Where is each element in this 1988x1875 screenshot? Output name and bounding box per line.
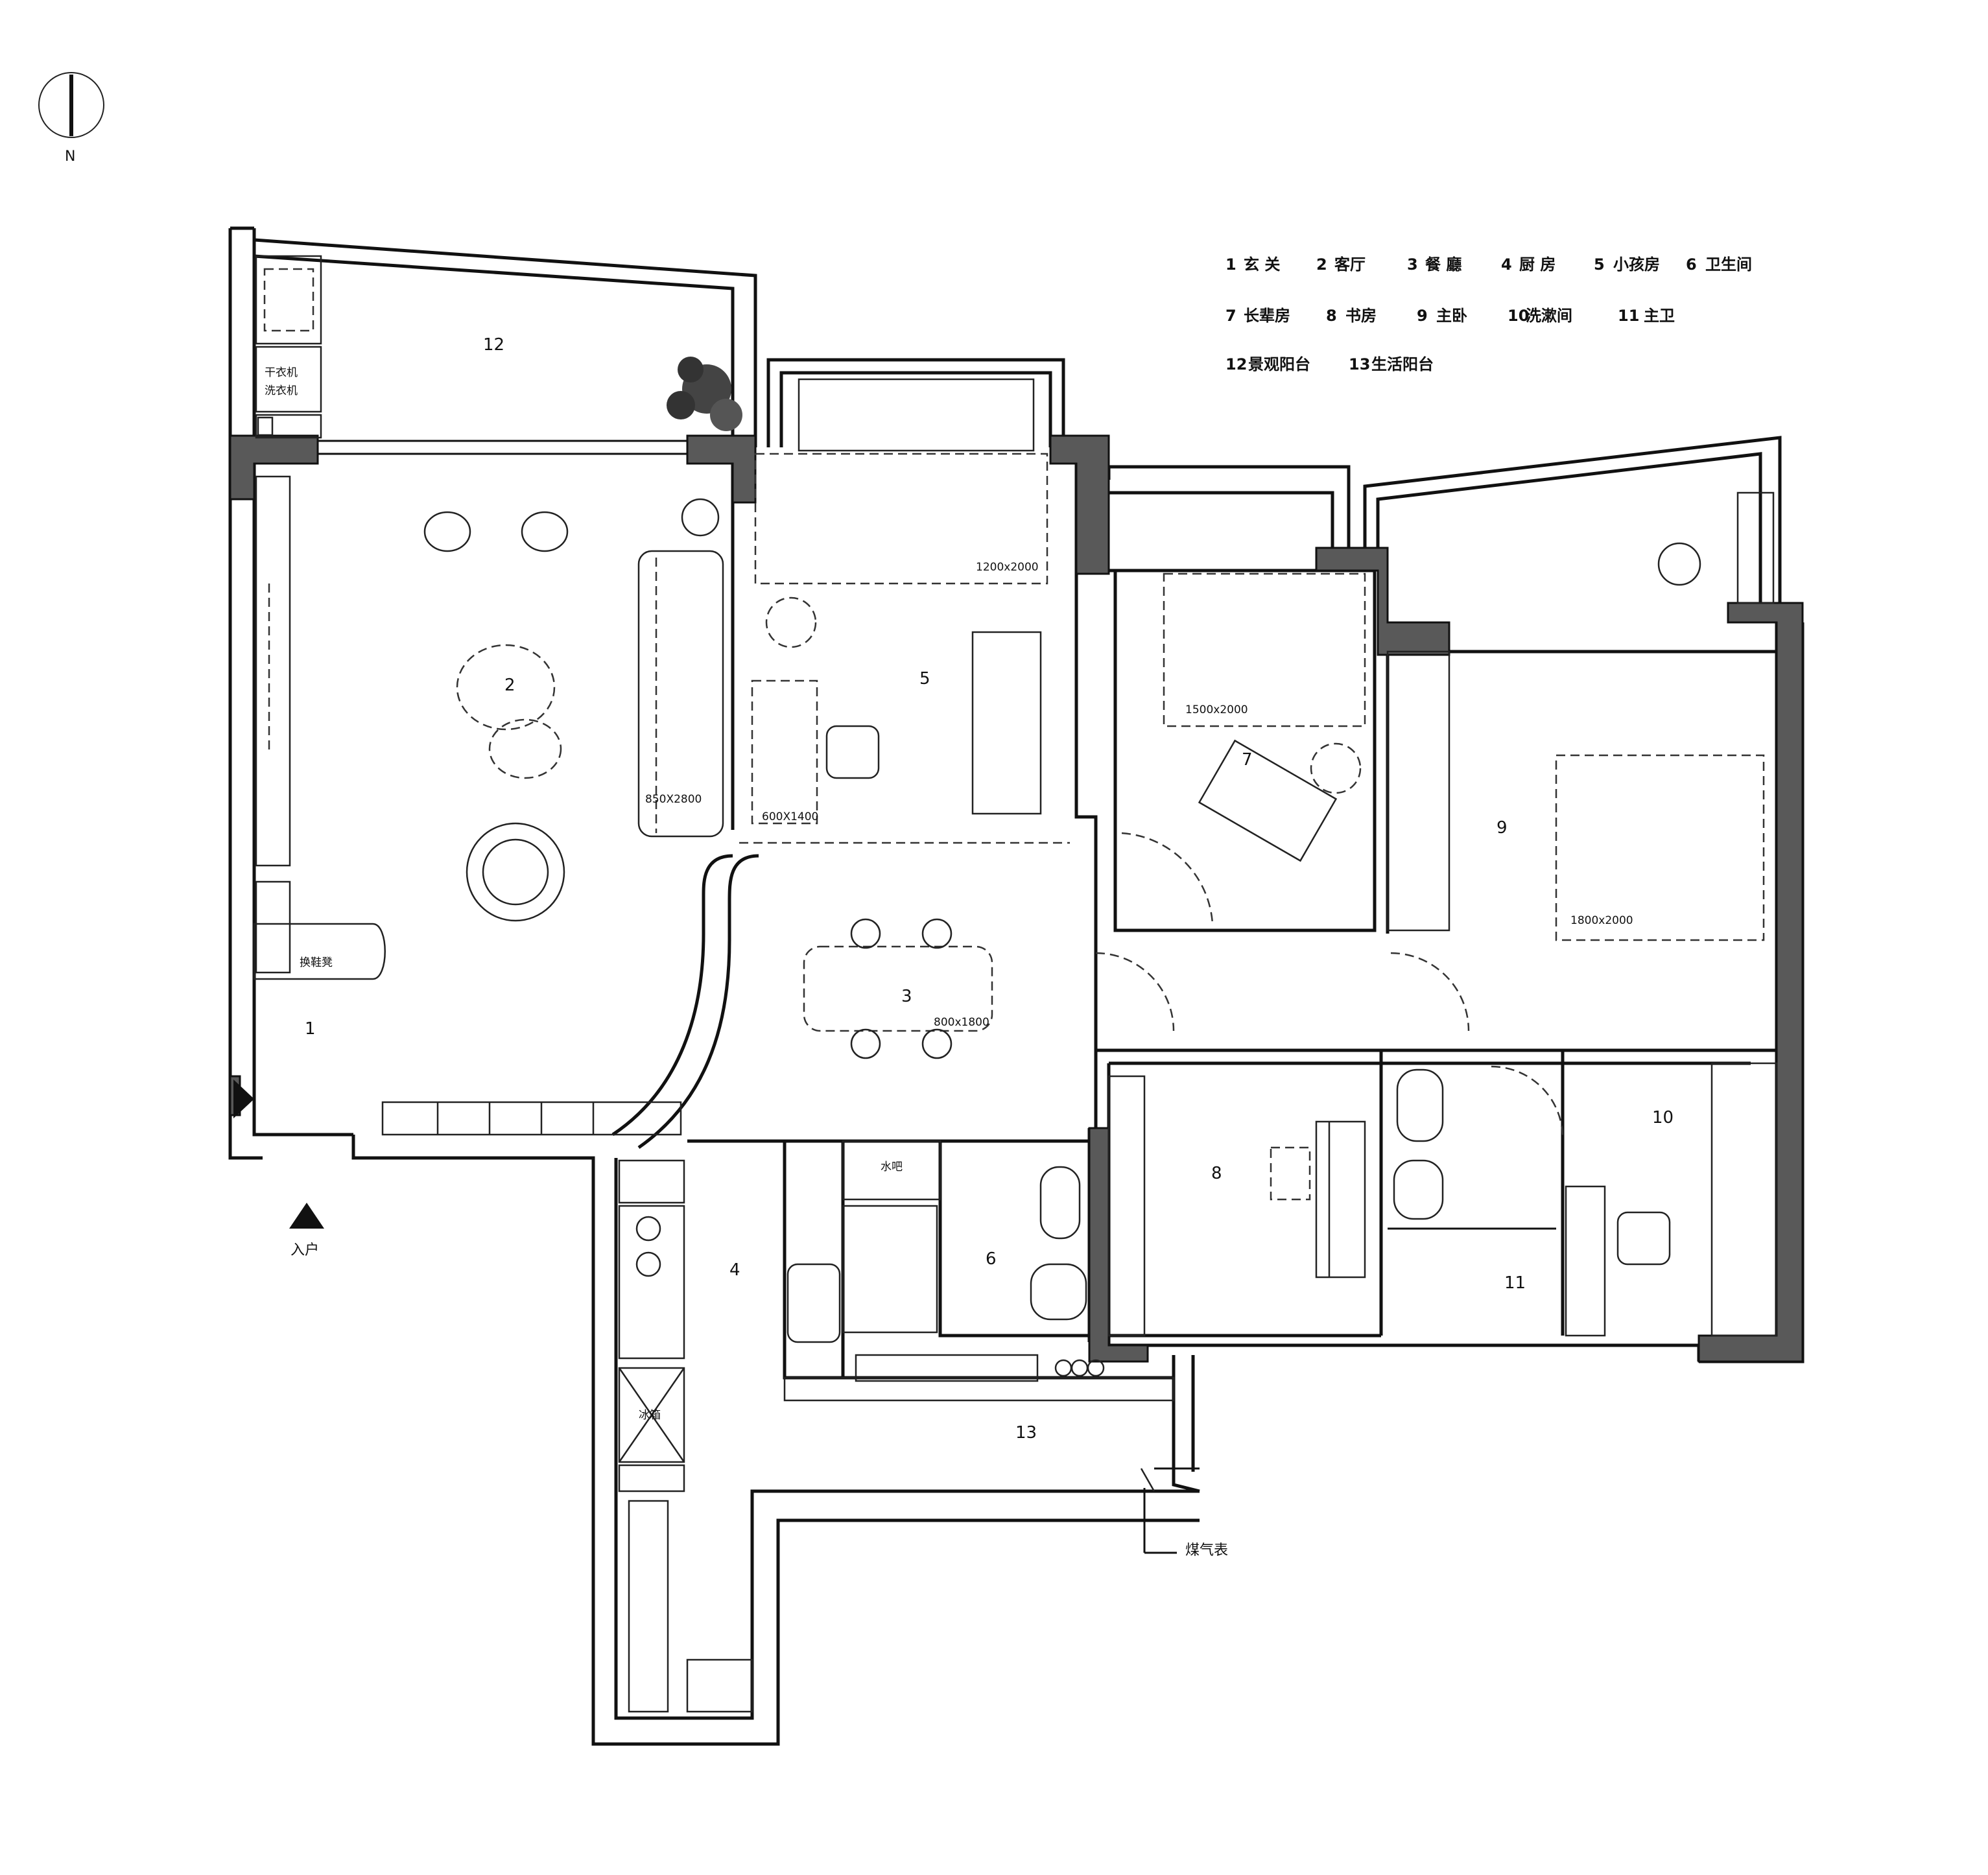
legend-name-7: 长辈房 (1244, 307, 1290, 325)
legend-num-2: 2 (1316, 255, 1327, 274)
legend-num-5: 5 (1594, 255, 1605, 274)
kitchen-fixtures (618, 1140, 1105, 1713)
dining-furniture (803, 918, 993, 1059)
legend-num-11: 11 (1618, 307, 1639, 325)
legend-name-6: 卫生间 (1705, 255, 1752, 274)
legend-num-8: 8 (1326, 307, 1337, 325)
legend-num-13: 13 (1349, 355, 1370, 373)
north-compass: N (38, 72, 104, 165)
legend-num-10: 10 (1508, 307, 1529, 325)
room-number-5: 5 (919, 669, 930, 689)
room9-furniture (1095, 491, 1775, 1032)
legend-name-9: 主卧 (1436, 307, 1467, 325)
legend-num-4: 4 (1501, 255, 1512, 274)
legend-num-6: 6 (1686, 255, 1697, 274)
legend-name-13: 生活阳台 (1371, 355, 1434, 373)
legend-name-11: 主卫 (1644, 307, 1675, 325)
compass-letter: N (65, 148, 75, 165)
fixture-labels: 干衣机 洗衣机 换鞋凳 入户 水吧 冰箱 煤气表 (265, 366, 1228, 1559)
room-number-4: 4 (729, 1260, 740, 1280)
legend-name-1: 玄 关 (1244, 255, 1280, 274)
table3-dimension: 800x1800 (934, 1016, 989, 1029)
room-number-12: 12 (483, 335, 504, 355)
entrance-label: 入户 (290, 1242, 319, 1258)
balcony13-shelves (783, 1376, 1177, 1554)
legend: 1 玄 关 2 客厅 3 餐 廳 4 厨 房 5 小孩房 6 卫生间 7 长辈房… (1225, 255, 1752, 373)
room7-furniture (1121, 572, 1366, 925)
outer-walls (228, 226, 1805, 1746)
dimension-labels: 850X2800 1200x2000 600X1400 1500x2000 80… (645, 561, 1633, 1029)
legend-name-8: 书房 (1345, 307, 1377, 325)
room-number-8: 8 (1211, 1164, 1222, 1183)
room-number-1: 1 (305, 1019, 316, 1039)
legend-name-2: 客厅 (1334, 255, 1366, 274)
dryer-label: 干衣机 (265, 366, 298, 379)
gas-meter-label: 煤气表 (1185, 1542, 1228, 1559)
room5-furniture (739, 453, 1070, 844)
legend-name-10: 洗漱间 (1526, 307, 1572, 325)
room-number-6: 6 (986, 1249, 997, 1269)
living-furniture (423, 498, 724, 922)
plant-icon (667, 357, 742, 431)
foyer-fixtures (233, 475, 682, 1229)
legend-name-12: 景观阳台 (1248, 355, 1310, 373)
bed9-dimension: 1800x2000 (1570, 914, 1633, 927)
legend-name-3: 餐 廳 (1425, 255, 1461, 274)
shoe-bench-label: 换鞋凳 (300, 956, 333, 969)
room-number-9: 9 (1497, 818, 1508, 838)
legend-num-7: 7 (1225, 307, 1237, 325)
legend-num-12: 12 (1225, 355, 1247, 373)
legend-num-3: 3 (1407, 255, 1418, 274)
room8-furniture (1107, 1075, 1366, 1337)
legend-num-1: 1 (1225, 255, 1237, 274)
room-number-3: 3 (901, 987, 912, 1006)
laundry-cabinet (255, 255, 322, 439)
room-number-7: 7 (1242, 750, 1253, 770)
washer-label: 洗衣机 (265, 384, 298, 397)
water-bar-label: 水吧 (881, 1161, 903, 1173)
room-numbers: 1 2 3 4 5 6 7 8 9 10 11 12 13 (305, 335, 1674, 1443)
room-number-2: 2 (504, 676, 515, 695)
room-number-10: 10 (1652, 1108, 1674, 1127)
legend-num-9: 9 (1417, 307, 1428, 325)
sofa-dimension: 850X2800 (645, 793, 702, 806)
room-number-11: 11 (1504, 1273, 1526, 1293)
room-number-13: 13 (1015, 1423, 1037, 1443)
legend-name-5: 小孩房 (1613, 255, 1660, 274)
legend-name-4: 厨 房 (1519, 255, 1556, 274)
fridge-label: 冰箱 (639, 1409, 661, 1422)
bed5-dimension: 1200x2000 (976, 561, 1039, 574)
bed7-dimension: 1500x2000 (1185, 703, 1248, 716)
desk5-dimension: 600X1400 (762, 810, 818, 823)
bath-fixtures (1393, 1062, 1778, 1337)
